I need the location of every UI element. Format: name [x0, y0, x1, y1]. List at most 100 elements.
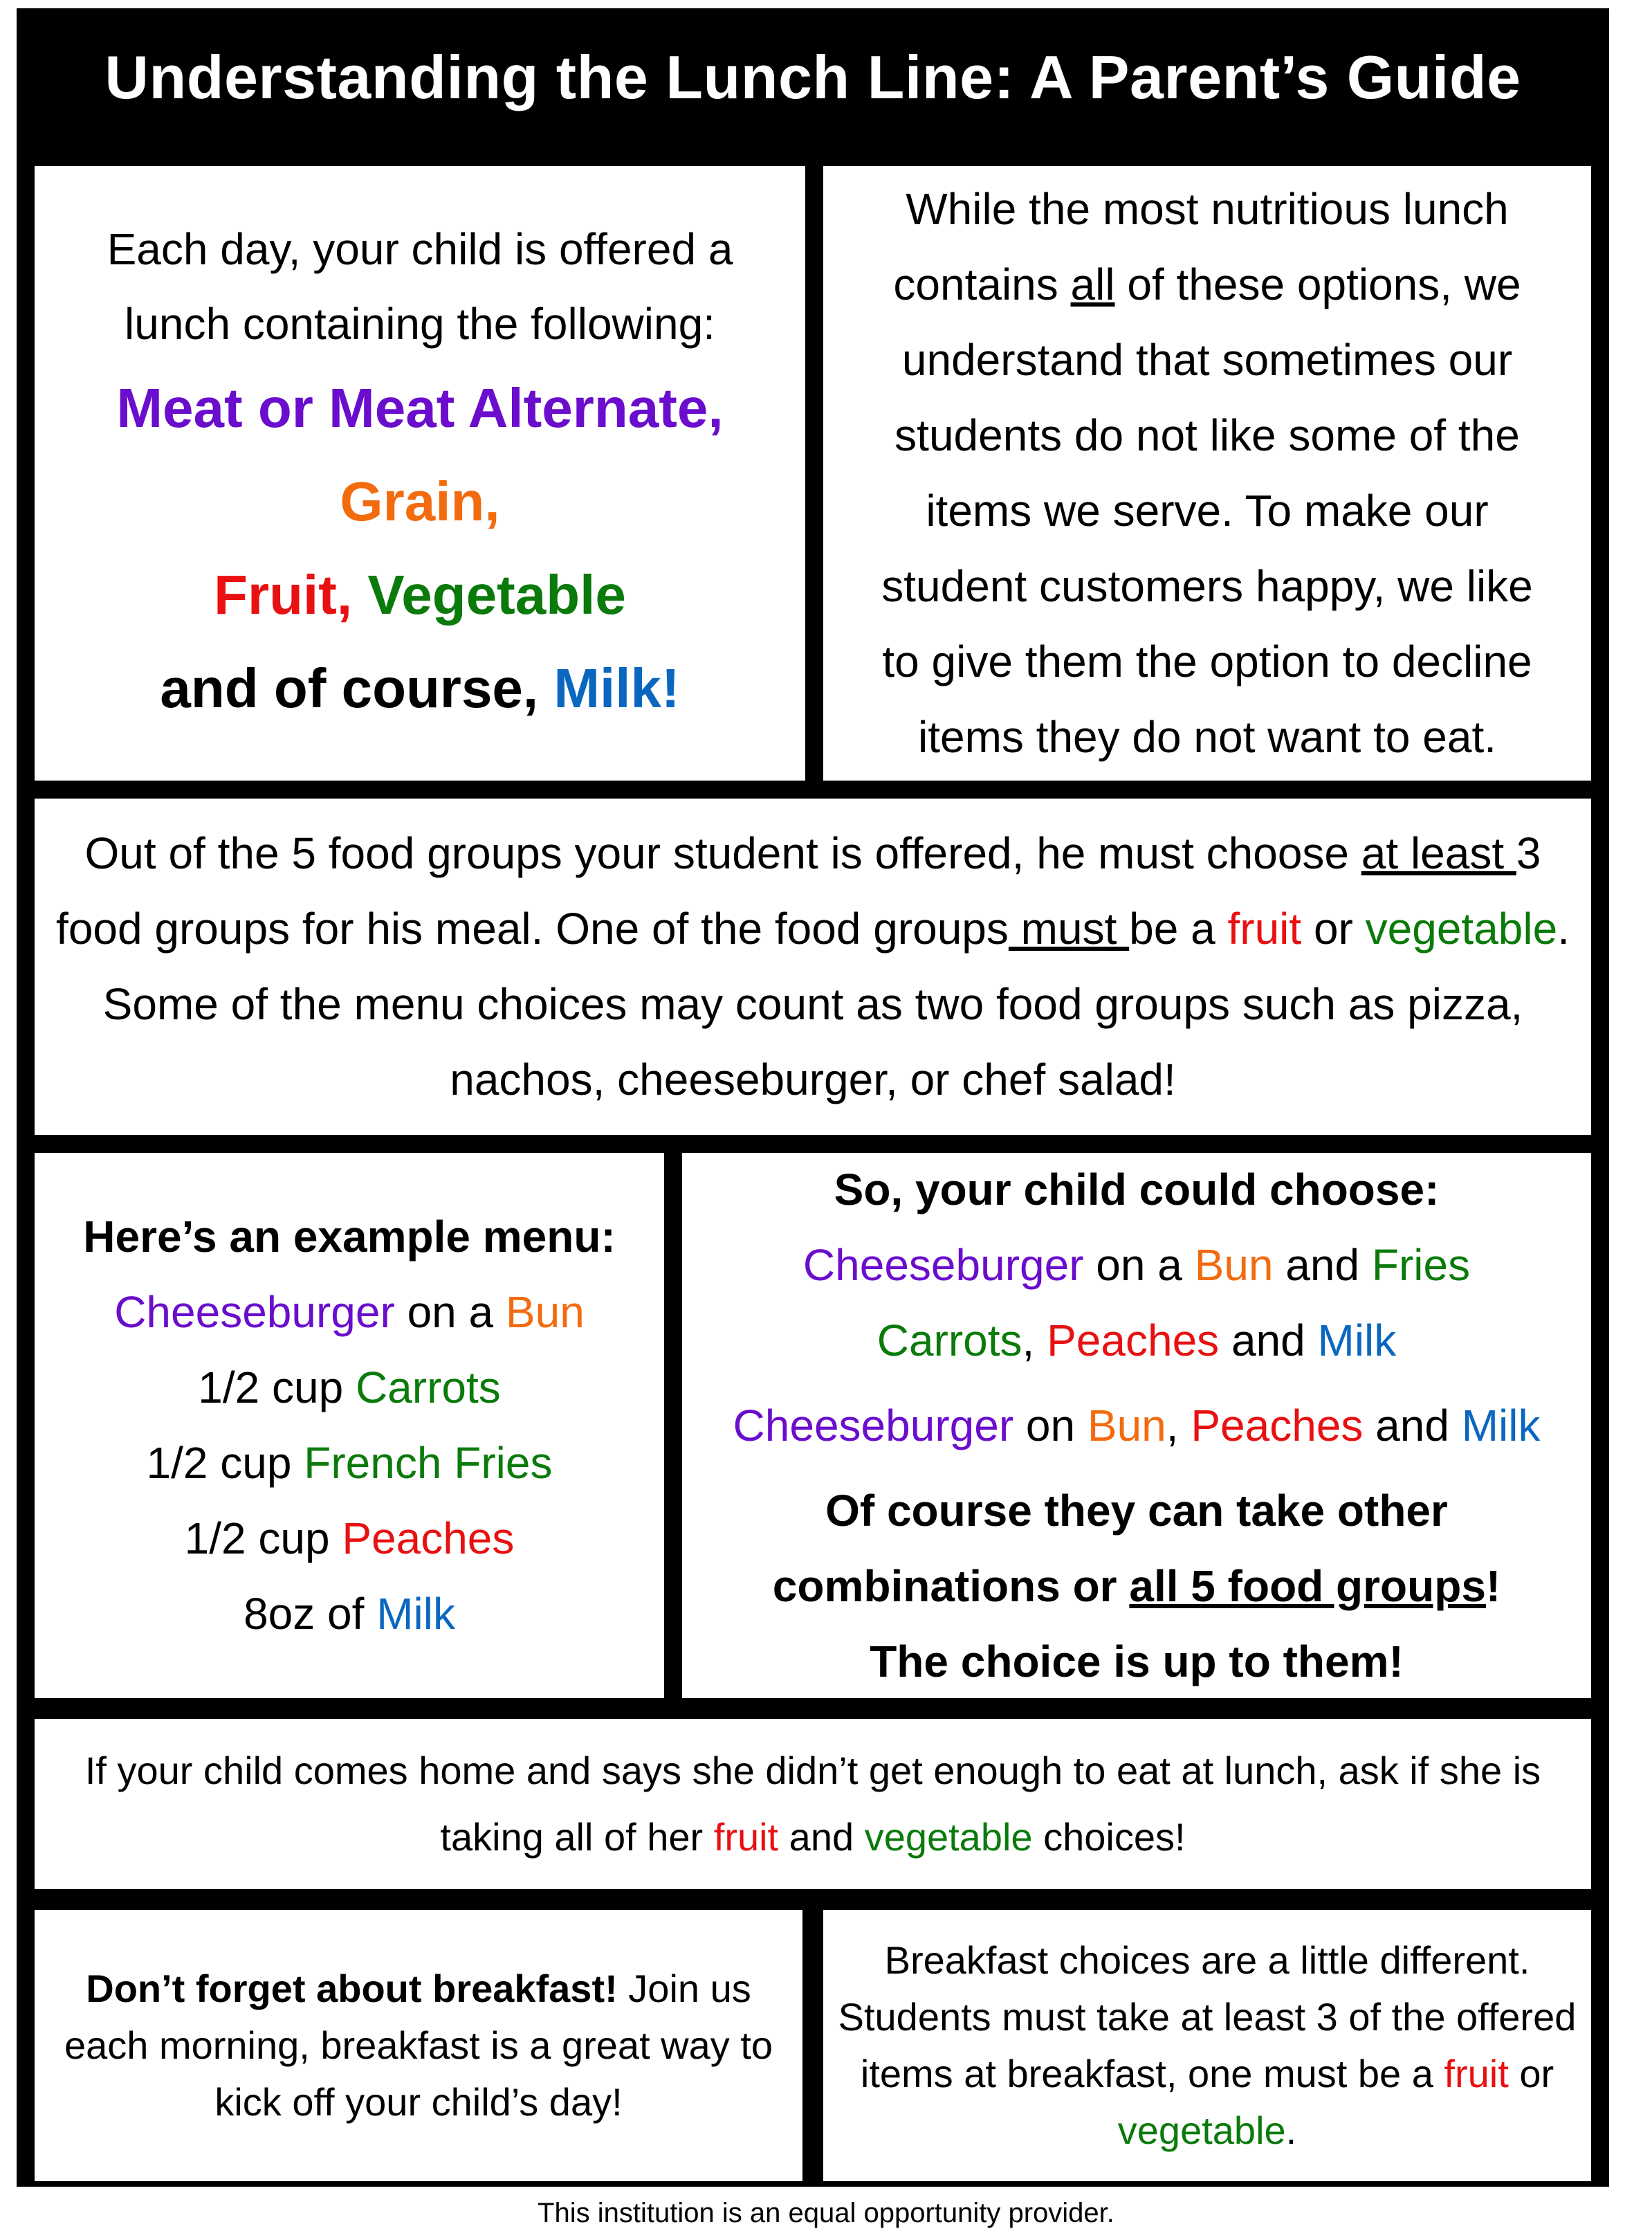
- breakfast-rules-part-3: .: [1285, 2109, 1297, 2152]
- choice-2-line: Cheeseburger on Bun, Peaches and Milk: [733, 1388, 1541, 1464]
- fruit-label: Fruit,: [214, 564, 353, 626]
- equal-opportunity-footer: This institution is an equal opportunity…: [538, 2198, 1114, 2228]
- decline-option-box: While the most nutritious lunch contains…: [823, 166, 1591, 781]
- and-of-course-text: and of course,: [160, 657, 554, 719]
- bun-word: Bun: [1194, 1239, 1274, 1290]
- page-title: Understanding the Lunch Line: A Parent’s…: [104, 43, 1521, 111]
- vegetable-word: vegetable: [1365, 904, 1558, 954]
- decline-line-2: contains all of these options, we: [893, 247, 1521, 322]
- tip-part-2: and: [778, 1815, 865, 1859]
- menu-item-milk: 8oz of Milk: [244, 1576, 455, 1652]
- intro-line-2: lunch containing the following:: [125, 299, 715, 349]
- carrots-word: Carrots: [355, 1363, 501, 1412]
- fries-word: Fries: [1371, 1239, 1471, 1290]
- eight-oz-text: 8oz of: [244, 1589, 377, 1639]
- decline-line-1: While the most nutritious lunch: [906, 184, 1509, 234]
- comma: ,: [1022, 1315, 1047, 1365]
- menu-item-carrots: 1/2 cup Carrots: [198, 1350, 501, 1426]
- breakfast-invite-text: Don’t forget about breakfast! Join us ea…: [55, 1960, 782, 2131]
- not-enough-tip-box: If your child comes home and says she di…: [35, 1719, 1591, 1889]
- cheeseburger-word: Cheeseburger: [733, 1400, 1014, 1450]
- rules-part-2: 3 food groups for his meal. One of the f…: [56, 828, 1541, 954]
- menu-item-peaches: 1/2 cup Peaches: [185, 1501, 515, 1576]
- rules-part-4: or: [1301, 904, 1366, 954]
- vegetable-word: vegetable: [864, 1815, 1033, 1859]
- cheeseburger-word: Cheeseburger: [802, 1239, 1084, 1290]
- breakfast-invite-box: Don’t forget about breakfast! Join us ea…: [35, 1910, 802, 2181]
- choices-box: So, your child could choose: Cheeseburge…: [682, 1153, 1591, 1698]
- decline-line-4: students do not like some of the: [894, 410, 1520, 460]
- milk-word: Milk: [1317, 1315, 1397, 1365]
- menu-item-fries: 1/2 cup French Fries: [147, 1426, 553, 1501]
- fruit-vegetable-line: Fruit, Vegetable: [214, 548, 626, 641]
- milk-word: Milk: [376, 1589, 455, 1639]
- at-least-underlined: at least: [1361, 828, 1516, 878]
- breakfast-rules-box: Breakfast choices are a little different…: [823, 1910, 1591, 2181]
- half-cup-text: 1/2 cup: [184, 1513, 342, 1563]
- milk-word: Milk: [1461, 1400, 1541, 1450]
- decline-line-3: understand that sometimes our: [901, 335, 1513, 385]
- cheeseburger-word: Cheeseburger: [114, 1287, 395, 1337]
- breakfast-rules-text: Breakfast choices are a little different…: [837, 1932, 1577, 2159]
- menu-item-cheeseburger: Cheeseburger on a Bun: [114, 1275, 585, 1350]
- on-word: on: [1013, 1400, 1087, 1450]
- on-a-word: on a: [394, 1287, 506, 1337]
- decline-line-6: student customers happy, we like: [881, 561, 1533, 611]
- example-menu-box: Here’s an example menu: Cheeseburger on …: [35, 1153, 664, 1698]
- peaches-word: Peaches: [1191, 1400, 1364, 1450]
- fruit-word: fruit: [1444, 2052, 1509, 2095]
- selection-rules-box: Out of the 5 food groups your student is…: [35, 799, 1591, 1135]
- decline-line-2-end: of these options, we: [1114, 259, 1521, 309]
- decline-line-7: to give them the option to decline: [882, 637, 1532, 686]
- vegetable-label: Vegetable: [367, 564, 626, 626]
- breakfast-rules-part-1: Breakfast choices are a little different…: [838, 1938, 1577, 2095]
- decline-line-2-start: contains: [893, 259, 1071, 309]
- choice-1-line-2: Carrots, Peaches and Milk: [877, 1303, 1397, 1378]
- carrots-word: Carrots: [877, 1315, 1022, 1365]
- rules-part-1: Out of the 5 food groups your student is…: [84, 828, 1361, 878]
- other-combos-line-2: combinations or all 5 food groups!: [773, 1549, 1500, 1624]
- half-cup-text: 1/2 cup: [146, 1438, 304, 1488]
- exclamation: !: [1485, 1560, 1501, 1611]
- vegetable-word: vegetable: [1117, 2109, 1286, 2152]
- on-a-word: on a: [1083, 1239, 1195, 1290]
- fruit-word: fruit: [713, 1815, 779, 1859]
- breakfast-invite-rest: Join us each morning, breakfast is a gre…: [64, 1967, 773, 2124]
- choice-up-to-them: The choice is up to them!: [870, 1636, 1404, 1686]
- fries-word: French Fries: [304, 1438, 553, 1488]
- decline-line-5: items we serve. To make our: [926, 486, 1489, 536]
- choices-heading: So, your child could choose:: [834, 1164, 1440, 1214]
- selection-rules-text: Out of the 5 food groups your student is…: [55, 816, 1570, 1118]
- all-underlined: all: [1070, 259, 1115, 309]
- not-enough-tip-text: If your child comes home and says she di…: [76, 1738, 1550, 1870]
- other-combos-line-1: Of course they can take other: [825, 1485, 1448, 1536]
- grain-label: Grain,: [340, 471, 500, 532]
- half-cup-text: 1/2 cup: [198, 1363, 356, 1412]
- peaches-word: Peaches: [1047, 1315, 1220, 1365]
- comma: ,: [1166, 1400, 1191, 1450]
- choice-1-line-1: Cheeseburger on a Bun and Fries: [803, 1228, 1470, 1303]
- rules-part-5: . Some of the menu choices may count as …: [102, 904, 1570, 1104]
- and-word: and: [1219, 1315, 1318, 1365]
- and-word: and: [1363, 1400, 1462, 1450]
- and-word: and: [1273, 1239, 1372, 1290]
- rules-part-3: be a: [1129, 904, 1228, 954]
- bun-word: Bun: [505, 1287, 585, 1337]
- intro-line-1: Each day, your child is offered a: [107, 224, 733, 274]
- example-menu-heading: Here’s an example menu:: [83, 1212, 616, 1262]
- food-groups-box: Each day, your child is offered a lunch …: [35, 166, 805, 781]
- breakfast-rules-part-2: or: [1508, 2052, 1554, 2095]
- tip-part-1: If your child comes home and says she di…: [84, 1749, 1541, 1859]
- all-five-groups-underlined: all 5 food groups: [1129, 1560, 1486, 1611]
- must-underlined: must: [1008, 904, 1130, 954]
- milk-label: Milk!: [553, 657, 680, 719]
- decline-line-8: items they do not want to eat.: [917, 712, 1497, 762]
- fruit-word: fruit: [1227, 904, 1302, 954]
- milk-line: and of course, Milk!: [160, 641, 679, 735]
- bun-word: Bun: [1087, 1400, 1166, 1450]
- meat-label: Meat or Meat Alternate,: [116, 377, 724, 439]
- peaches-word: Peaches: [342, 1513, 515, 1563]
- dont-forget-breakfast: Don’t forget about breakfast!: [86, 1967, 618, 2010]
- tip-part-3: choices!: [1032, 1815, 1186, 1859]
- combinations-text: combinations or: [772, 1560, 1130, 1611]
